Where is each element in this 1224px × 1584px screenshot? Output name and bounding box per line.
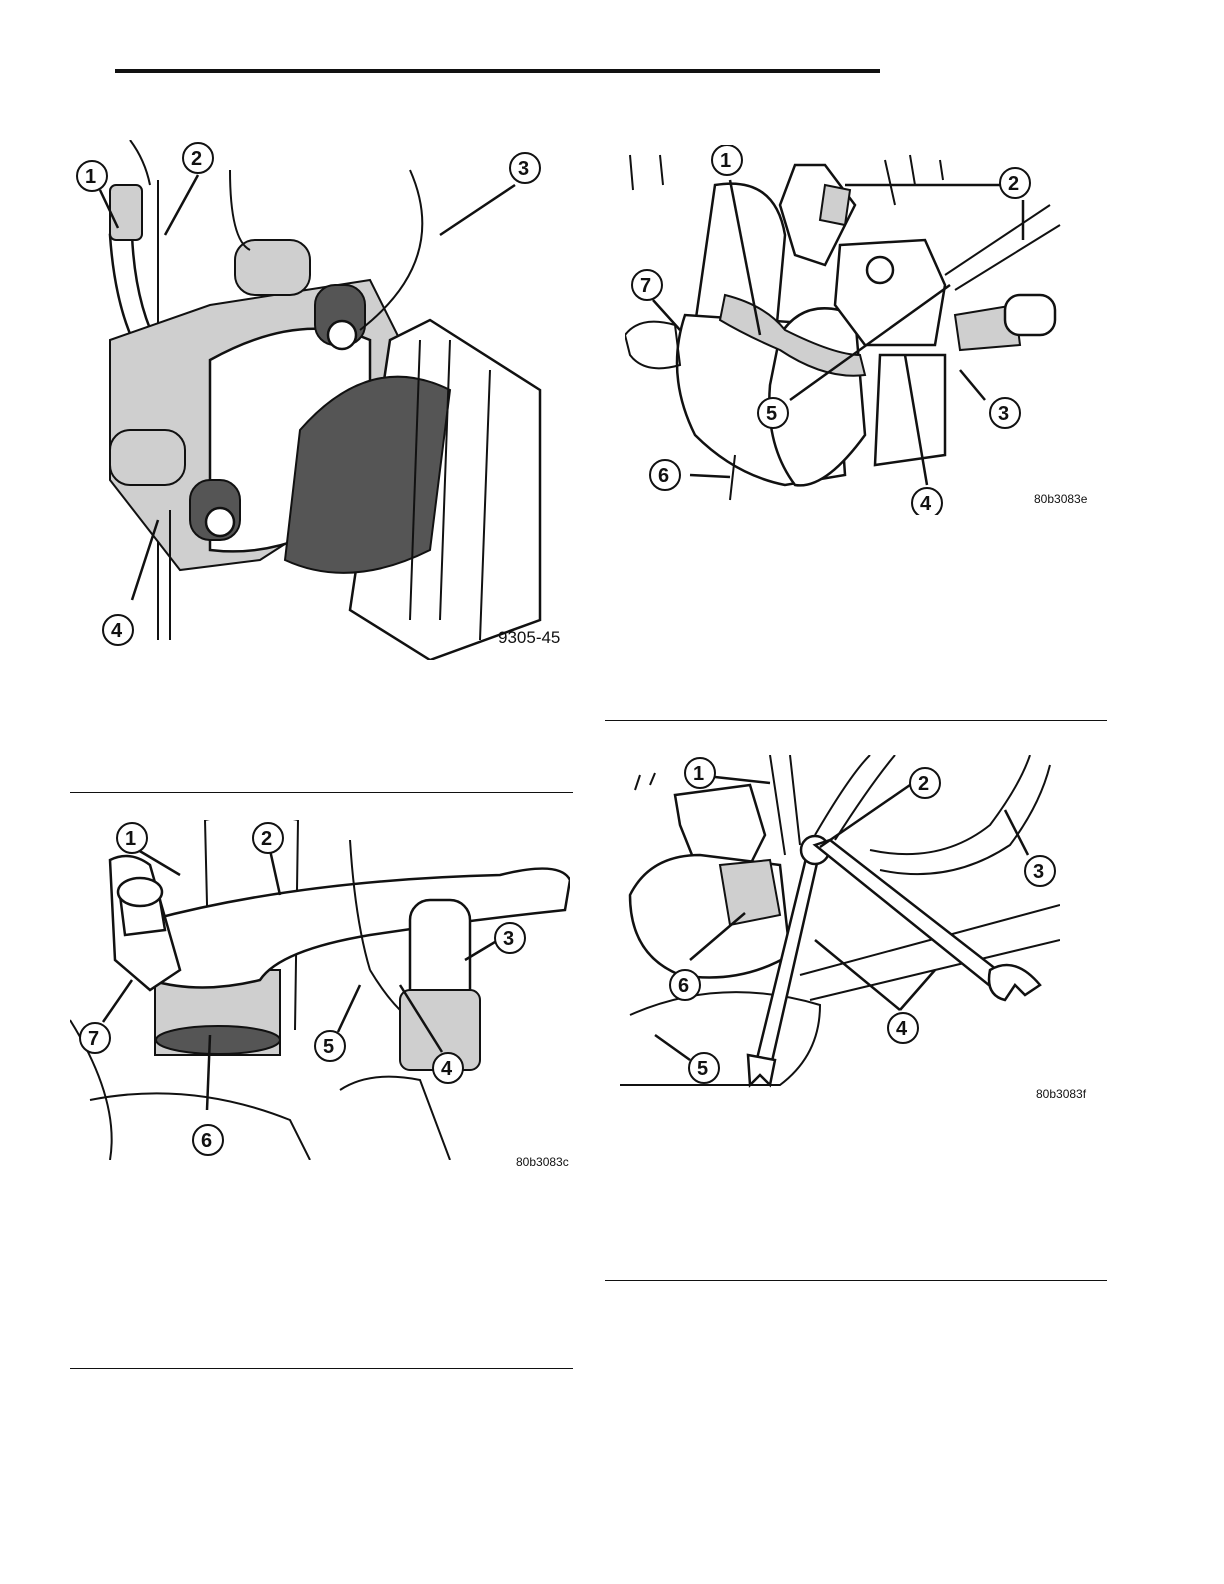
figure-code: 9305-45 <box>498 628 560 648</box>
svg-text:3: 3 <box>503 928 514 950</box>
svg-text:6: 6 <box>678 975 689 997</box>
callout-4: 4 <box>888 1013 918 1043</box>
svg-text:1: 1 <box>693 763 704 785</box>
svg-text:3: 3 <box>518 158 529 180</box>
knuckle-hose-illustration: 1 2 3 4 5 6 7 <box>625 145 1065 515</box>
callout-1: 1 <box>712 145 742 175</box>
wrenches-illustration: 1 2 3 4 5 6 <box>620 755 1060 1095</box>
svg-text:4: 4 <box>441 1058 453 1080</box>
callout-2: 2 <box>910 768 940 798</box>
callout-7: 7 <box>632 270 662 300</box>
svg-text:6: 6 <box>201 1130 212 1152</box>
svg-text:6: 6 <box>658 465 669 487</box>
figure-divider <box>605 1280 1107 1281</box>
header-rule <box>115 69 880 73</box>
figure-code: 80b3083f <box>1036 1087 1086 1101</box>
svg-text:4: 4 <box>896 1018 908 1040</box>
svg-text:2: 2 <box>191 148 202 170</box>
callout-5: 5 <box>315 1031 345 1061</box>
figure-caliper: 1 2 3 4 <box>70 140 560 660</box>
figure-wrenches: 1 2 3 4 5 6 <box>620 755 1060 1095</box>
callout-6: 6 <box>650 460 680 490</box>
svg-text:1: 1 <box>125 828 136 850</box>
figure-code: 80b3083c <box>516 1155 569 1169</box>
figure-divider <box>70 792 573 793</box>
callout-4: 4 <box>103 615 133 645</box>
svg-text:4: 4 <box>111 620 123 642</box>
callout-5: 5 <box>758 398 788 428</box>
callout-2: 2 <box>253 823 283 853</box>
svg-text:3: 3 <box>1033 861 1044 883</box>
callout-3: 3 <box>495 923 525 953</box>
svg-text:5: 5 <box>766 403 777 425</box>
svg-text:2: 2 <box>261 828 272 850</box>
callout-3: 3 <box>990 398 1020 428</box>
callout-6: 6 <box>193 1125 223 1155</box>
callout-label: 1 <box>85 166 96 188</box>
svg-text:4: 4 <box>920 493 932 515</box>
callout-2: 2 <box>183 143 213 173</box>
figure-knuckle-hose: 1 2 3 4 5 6 7 <box>625 145 1065 515</box>
svg-text:2: 2 <box>1008 173 1019 195</box>
figure-code: 80b3083e <box>1034 492 1087 506</box>
svg-text:1: 1 <box>720 150 731 172</box>
figure-tie-rod: 1 2 3 4 5 6 7 <box>70 820 570 1160</box>
svg-text:5: 5 <box>323 1036 334 1058</box>
callout-1: 1 <box>117 823 147 853</box>
callout-3: 3 <box>1025 856 1055 886</box>
svg-text:5: 5 <box>697 1058 708 1080</box>
figure-divider <box>605 720 1107 721</box>
svg-text:3: 3 <box>998 403 1009 425</box>
svg-text:2: 2 <box>918 773 929 795</box>
callout-7: 7 <box>80 1023 110 1053</box>
callout-3: 3 <box>510 153 540 183</box>
callout-5: 5 <box>689 1053 719 1083</box>
svg-text:7: 7 <box>88 1028 99 1050</box>
callout-2: 2 <box>1000 168 1030 198</box>
callout-1: 1 <box>685 758 715 788</box>
callout-6: 6 <box>670 970 700 1000</box>
callout-1: 1 <box>77 161 107 191</box>
callout-4: 4 <box>912 488 942 515</box>
tie-rod-illustration: 1 2 3 4 5 6 7 <box>70 820 570 1160</box>
callout-4: 4 <box>433 1053 463 1083</box>
caliper-illustration: 1 2 3 4 <box>70 140 560 660</box>
figure-divider <box>70 1368 573 1369</box>
svg-text:7: 7 <box>640 275 651 297</box>
